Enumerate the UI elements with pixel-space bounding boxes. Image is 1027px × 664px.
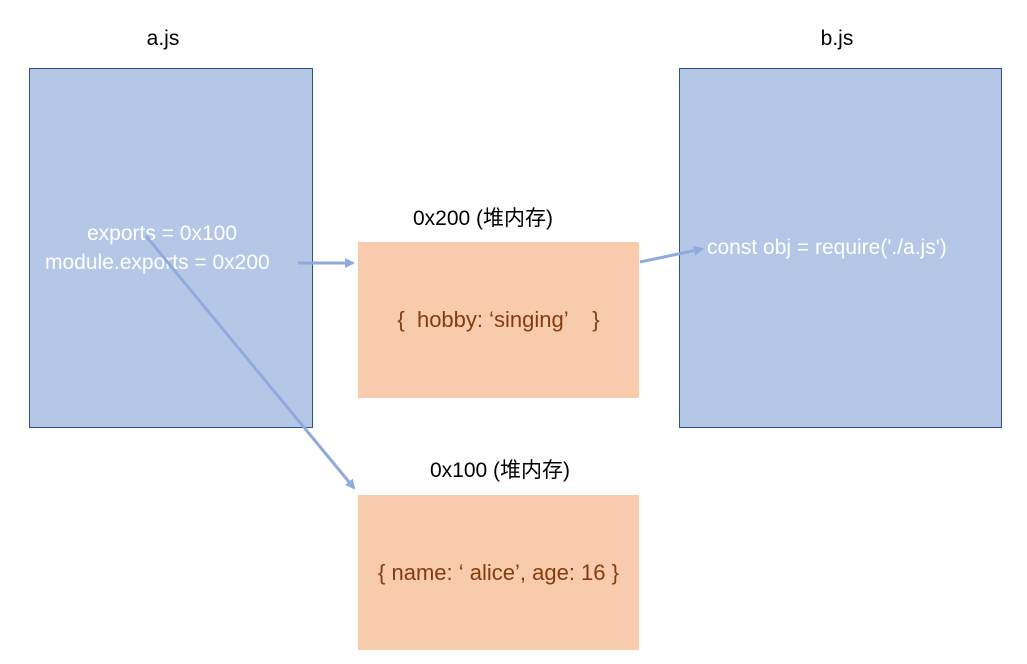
require-line: const obj = require('./a.js') [707, 236, 947, 259]
heap-upper-content: { hobby: ‘singing’ } [397, 307, 600, 332]
heap-lower-content: { name: ‘ alice’, age: 16 } [378, 560, 619, 585]
heap-lower-box [358, 495, 639, 650]
module-a-label: a.js [146, 27, 180, 50]
module-exports-line: module.exports = 0x200 [45, 251, 270, 274]
module-a-box [29, 68, 313, 428]
heap-lower-label: 0x100 (堆内存) [429, 459, 571, 482]
heap-upper-box [358, 242, 639, 398]
heap-upper-label: 0x200 (堆内存) [412, 207, 554, 230]
module-b-box [679, 68, 1002, 428]
module-b-label: b.js [820, 27, 854, 50]
exports-line: exports = 0x100 [87, 222, 238, 245]
